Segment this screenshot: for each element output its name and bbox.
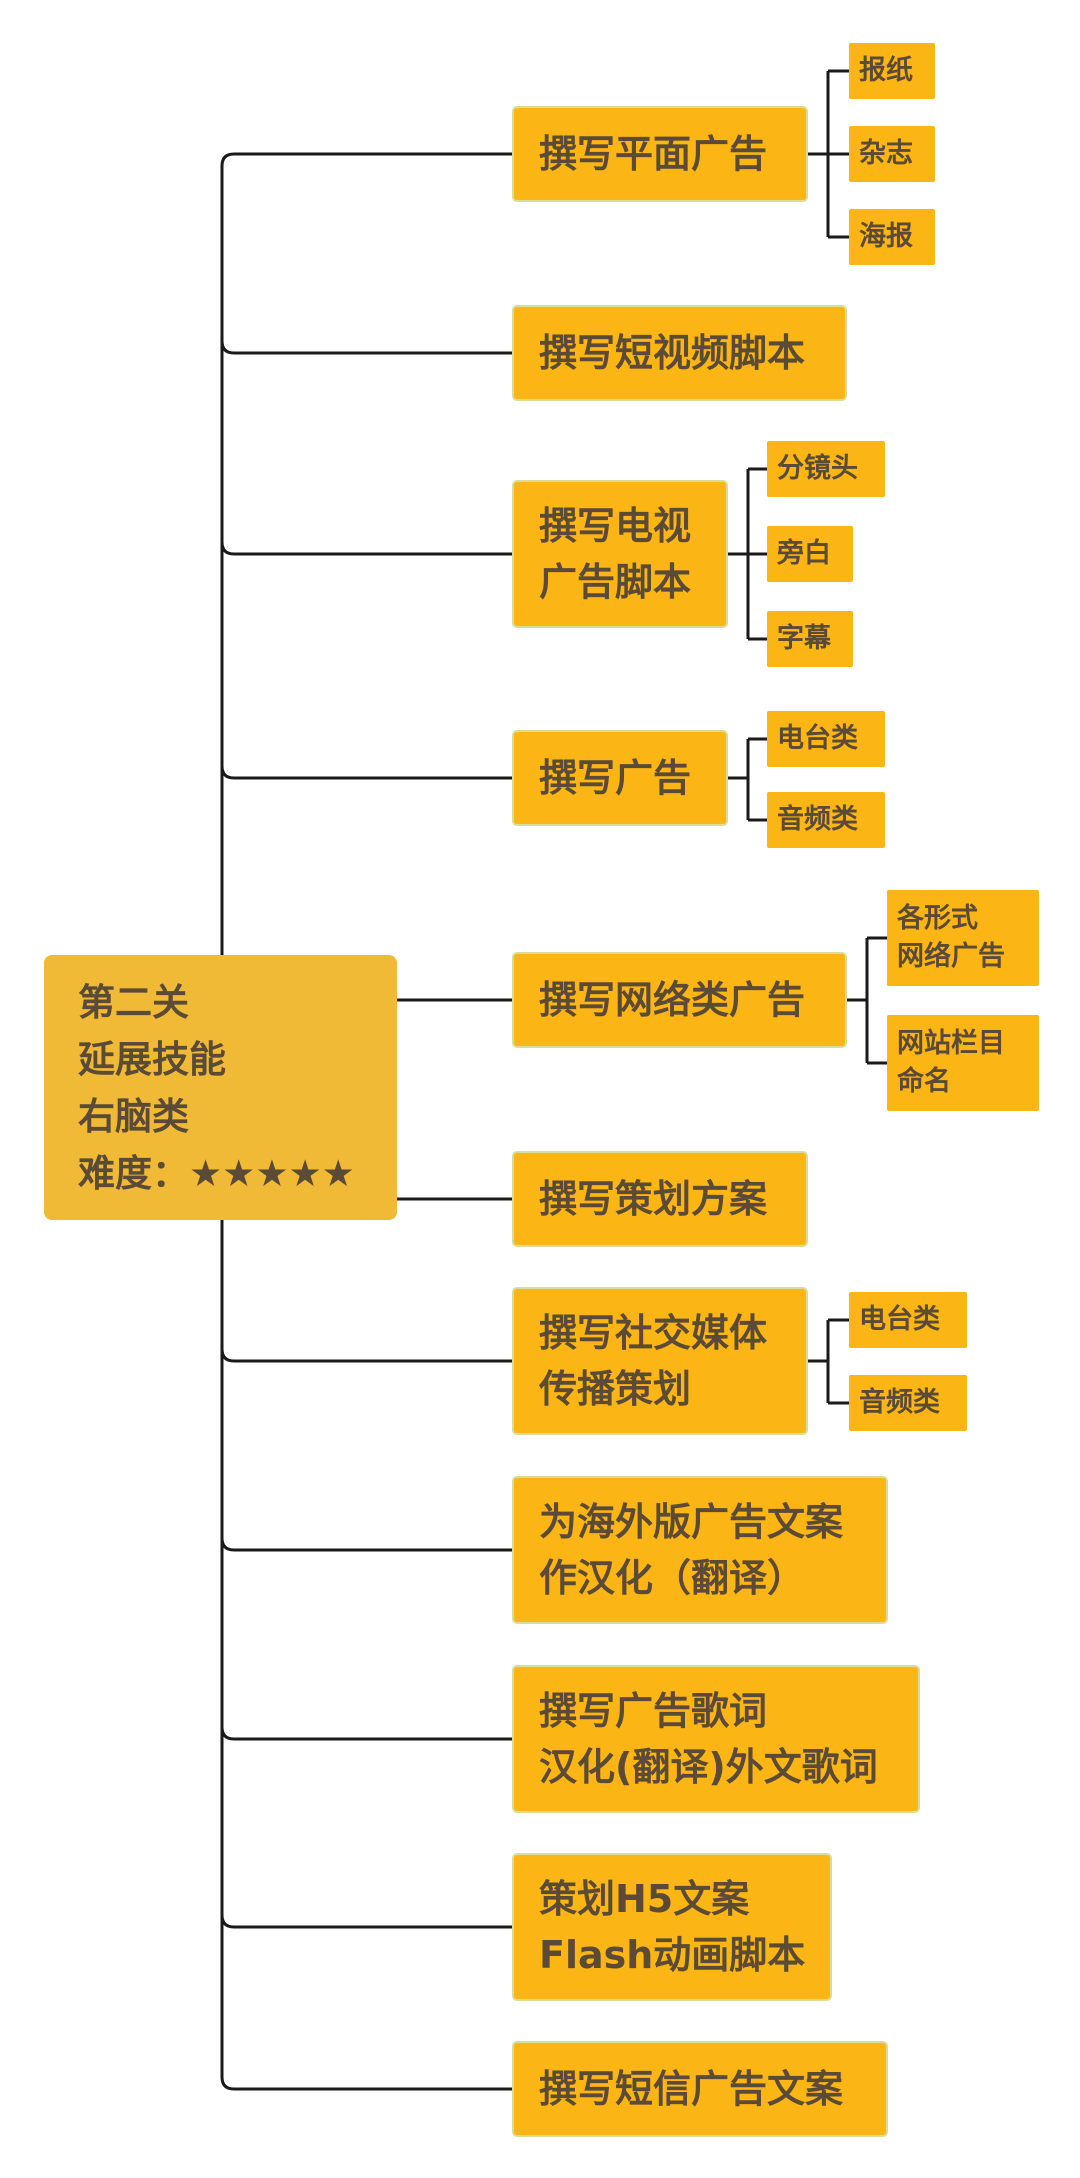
- leaf-node-3-2-text: 旁白: [777, 538, 831, 569]
- leaf-node-7-1: 电台类: [849, 1292, 967, 1348]
- branch-node-5-text: 撰写网络类广告: [539, 978, 806, 1022]
- branch-node-9-text: 撰写广告歌词: [539, 1689, 768, 1733]
- branch-node-8-text: 作汉化（翻译）: [539, 1556, 806, 1600]
- root-node-text: 难度：★★★★★: [78, 1151, 355, 1195]
- branch-node-6-text: 撰写策划方案: [539, 1177, 768, 1221]
- branch-node-5: 撰写网络类广告: [512, 952, 847, 1048]
- leaf-node-4-2-text: 音频类: [777, 804, 858, 835]
- branch-node-10-text: Flash动画脚本: [539, 1933, 806, 1977]
- branch-node-1: 撰写平面广告: [512, 106, 808, 202]
- connector: [220, 340, 235, 355]
- connector: [220, 2076, 235, 2091]
- leaf-node-5-2-text: 网站栏目: [897, 1028, 1005, 1059]
- leaf-node-5-1-text: 各形式: [897, 903, 978, 934]
- leaf-node-7-1-text: 电台类: [859, 1304, 940, 1335]
- branch-node-7-text: 传播策划: [539, 1367, 692, 1411]
- branch-node-4: 撰写广告: [512, 730, 728, 826]
- root-node-text: 右脑类: [78, 1094, 189, 1138]
- leaf-node-3-1-text: 分镜头: [777, 453, 858, 484]
- branch-node-2: 撰写短视频脚本: [512, 305, 847, 401]
- leaf-node-4-2: 音频类: [767, 792, 885, 848]
- leaf-node-4-1-text: 电台类: [777, 723, 858, 754]
- leaf-node-1-3-text: 海报: [859, 221, 913, 252]
- leaf-node-1-1: 报纸: [849, 43, 935, 99]
- leaf-node-1-2: 杂志: [849, 126, 935, 182]
- branch-node-9-text: 汉化(翻译)外文歌词: [539, 1745, 878, 1789]
- branch-node-3-text: 广告脚本: [539, 560, 692, 604]
- leaf-node-5-2: 网站栏目命名: [887, 1015, 1039, 1111]
- leaf-node-1-3: 海报: [849, 209, 935, 265]
- connector: [220, 1537, 235, 1552]
- leaf-node-5-1-text: 网络广告: [897, 941, 1005, 972]
- leaf-node-3-2: 旁白: [767, 526, 853, 582]
- branch-node-3-text: 撰写电视: [539, 504, 692, 548]
- connector: [220, 1726, 235, 1741]
- leaf-node-3-1: 分镜头: [767, 441, 885, 497]
- branch-node-7: 撰写社交媒体传播策划: [512, 1287, 808, 1435]
- root-node-text: 延展技能: [78, 1037, 226, 1081]
- branch-node-11-text: 撰写短信广告文案: [539, 2067, 844, 2111]
- branch-node-1-text: 撰写平面广告: [539, 132, 768, 176]
- root-node: 第二关延展技能右脑类难度：★★★★★: [44, 955, 397, 1220]
- leaf-node-1-2-text: 杂志: [859, 138, 913, 169]
- branch-node-3: 撰写电视广告脚本: [512, 480, 728, 628]
- leaf-node-1-1-text: 报纸: [859, 55, 913, 86]
- branch-node-7-text: 撰写社交媒体: [539, 1311, 768, 1355]
- branch-node-8: 为海外版广告文案作汉化（翻译）: [512, 1476, 888, 1624]
- connector: [220, 1348, 235, 1363]
- branch-node-6: 撰写策划方案: [512, 1151, 808, 1247]
- leaf-node-7-2: 音频类: [849, 1375, 967, 1431]
- branch-node-10-text: 策划H5文案: [539, 1877, 750, 1921]
- leaf-node-3-3-text: 字幕: [777, 623, 831, 654]
- leaf-node-5-2-text: 命名: [897, 1066, 951, 1097]
- branch-node-11: 撰写短信广告文案: [512, 2041, 888, 2137]
- branch-node-9: 撰写广告歌词汉化(翻译)外文歌词: [512, 1665, 920, 1813]
- connector: [220, 541, 235, 556]
- leaf-node-4-1: 电台类: [767, 711, 885, 767]
- connector: [220, 1914, 235, 1929]
- leaf-node-5-1: 各形式网络广告: [887, 890, 1039, 986]
- connector: [220, 152, 235, 167]
- connector: [220, 765, 235, 780]
- branch-node-2-text: 撰写短视频脚本: [539, 331, 806, 375]
- branch-node-8-text: 为海外版广告文案: [539, 1500, 844, 1544]
- branch-node-10: 策划H5文案 Flash动画脚本: [512, 1853, 832, 2001]
- leaf-node-7-2-text: 音频类: [859, 1387, 940, 1418]
- root-node-text: 第二关: [78, 980, 189, 1024]
- leaf-node-3-3: 字幕: [767, 611, 853, 667]
- branch-node-4-text: 撰写广告: [539, 756, 692, 800]
